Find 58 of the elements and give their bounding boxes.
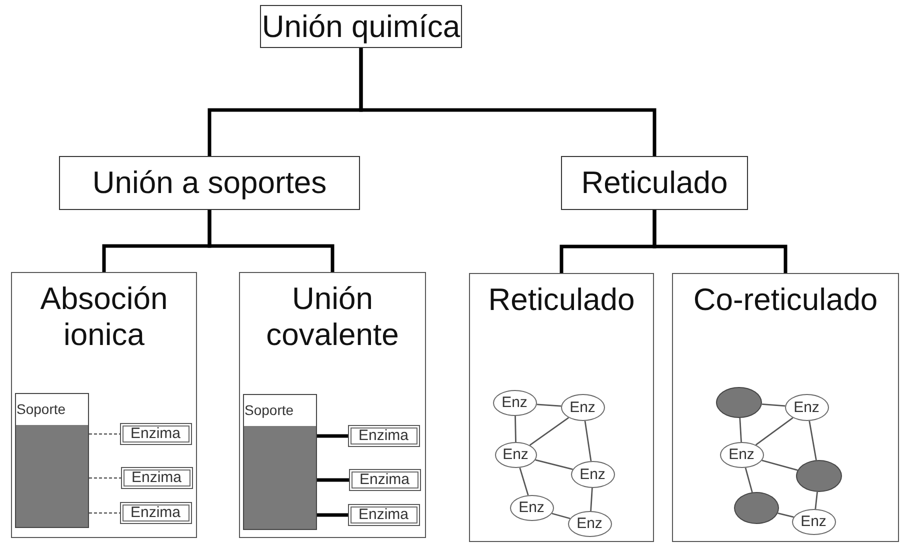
connector-line xyxy=(778,512,794,518)
connector-line xyxy=(89,477,121,479)
filled-ellipse xyxy=(716,386,762,418)
connector-line xyxy=(514,416,516,442)
filled-ellipse xyxy=(796,460,842,492)
connector-line xyxy=(762,460,798,471)
enzyme-label: Enzima xyxy=(120,502,192,524)
support-block xyxy=(242,394,316,530)
connector-line xyxy=(89,512,120,514)
panel-heading: Reticulado xyxy=(487,282,636,318)
enzyme-ellipse: Enz xyxy=(720,442,764,468)
support-block xyxy=(14,392,88,528)
enzyme-ellipse: Enz xyxy=(568,510,612,536)
enzyme-ellipse: Enz xyxy=(792,508,836,534)
connector-line xyxy=(552,512,570,520)
connector-line xyxy=(590,488,593,512)
connector-line xyxy=(755,417,794,446)
connector-line xyxy=(317,478,349,482)
enzyme-label: Enzima xyxy=(348,424,420,446)
block-label: Soporte xyxy=(16,394,88,424)
block-label: Soporte xyxy=(244,394,316,426)
connector-line xyxy=(536,404,562,407)
enzyme-ellipse: Enz xyxy=(570,460,614,488)
connector-line xyxy=(739,418,742,442)
connector-line xyxy=(535,459,573,470)
category-box: Unión quimíca xyxy=(260,5,462,48)
enzyme-ellipse: Enz xyxy=(492,390,536,416)
filled-ellipse xyxy=(734,492,778,524)
connector-line xyxy=(584,420,592,462)
enzyme-label: Enzima xyxy=(348,468,420,490)
enzyme-ellipse: Enz xyxy=(560,394,604,420)
connector-line xyxy=(317,513,348,517)
category-panel xyxy=(672,273,899,542)
enzyme-ellipse: Enz xyxy=(510,494,554,520)
enzyme-label: Enzima xyxy=(120,466,192,488)
connector-line xyxy=(814,492,818,510)
category-panel xyxy=(469,273,654,542)
category-panel xyxy=(239,272,426,538)
connector-line xyxy=(744,468,753,492)
category-box: Reticulado xyxy=(561,156,748,210)
connector-line xyxy=(359,48,656,156)
connector-line xyxy=(317,434,348,438)
connector-line xyxy=(519,468,529,496)
panel-heading: Absoción ionica xyxy=(39,281,169,353)
enzyme-label: Enzima xyxy=(348,504,420,526)
connector-line xyxy=(762,403,786,407)
category-panel xyxy=(11,272,197,538)
connector-line xyxy=(808,420,817,460)
connector-line xyxy=(89,433,120,435)
connector-line xyxy=(208,210,334,272)
category-box: Unión a soportes xyxy=(59,156,360,210)
enzyme-ellipse: Enz xyxy=(784,394,828,420)
panel-heading: Unión covalente xyxy=(265,281,400,353)
connector-line xyxy=(529,417,569,446)
panel-heading: Co-reticulado xyxy=(692,282,879,318)
connector-line xyxy=(652,210,788,273)
enzyme-ellipse: Enz xyxy=(494,442,536,468)
enzyme-label: Enzima xyxy=(120,422,192,444)
